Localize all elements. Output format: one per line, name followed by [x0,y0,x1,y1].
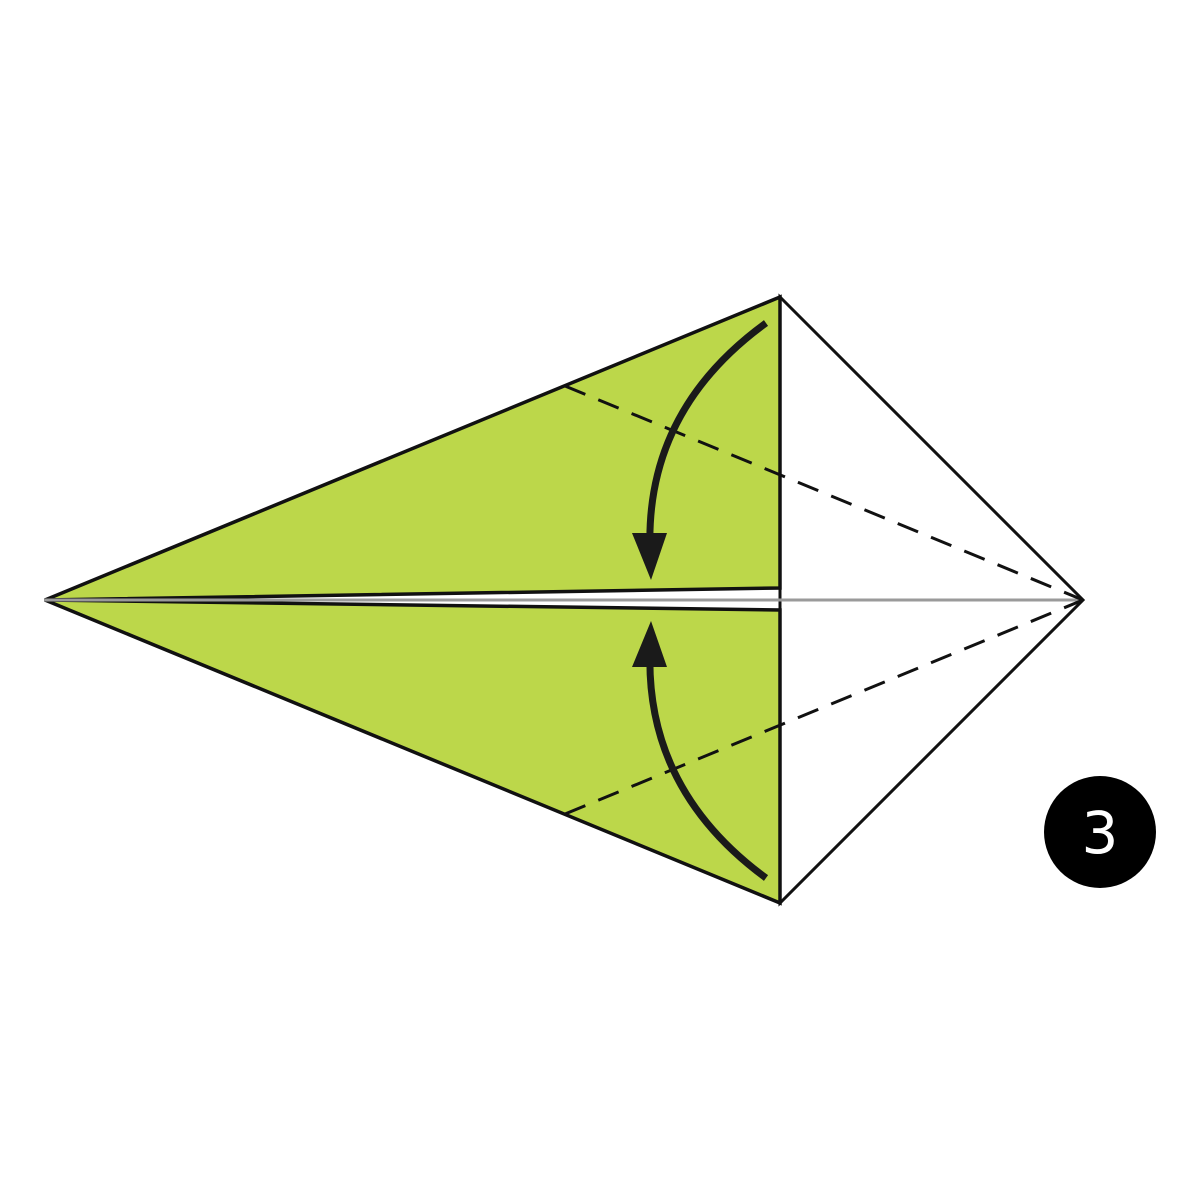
fold-up-arrow-icon [632,621,769,881]
upper-green-flap [44,294,782,602]
step-number-badge: 3 [1044,776,1156,888]
step-number: 3 [1082,799,1119,867]
fold-down-arrow-icon [632,320,769,580]
fold-line-upper [564,384,1084,602]
lower-green-flap [44,598,782,906]
fold-line-lower [564,598,1084,816]
